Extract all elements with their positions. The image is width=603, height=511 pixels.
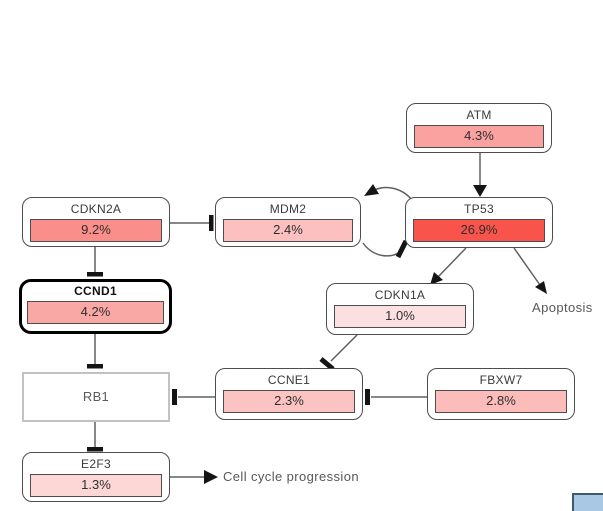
pathway-node-mdm2[interactable]: MDM2 2.4%: [215, 197, 361, 247]
alteration-frequency: 2.8%: [435, 390, 567, 413]
pathway-node-ccne1[interactable]: CCNE1 2.3%: [215, 368, 363, 420]
alteration-frequency: 2.3%: [223, 390, 355, 413]
alteration-frequency: 26.9%: [413, 219, 545, 242]
gene-name: TP53: [464, 202, 494, 216]
edge-rb1-e2f3: [87, 422, 103, 452]
alteration-frequency: 4.2%: [27, 301, 164, 324]
alteration-frequency: 1.0%: [334, 305, 466, 328]
pathway-node-rb1[interactable]: RB1: [22, 372, 170, 422]
edge-cdkn2a-mdm2: [170, 215, 214, 231]
edge-ccne1-rb1: [172, 389, 215, 405]
process-label-apoptosis: Apoptosis: [532, 300, 593, 315]
gene-name: CDKN1A: [374, 288, 426, 302]
pathway-node-cdkn2a[interactable]: CDKN2A 9.2%: [22, 197, 170, 247]
gene-name: CDKN2A: [70, 202, 122, 216]
alteration-frequency: 2.4%: [223, 219, 353, 242]
gene-name: RB1: [82, 389, 110, 404]
navigator-overlay[interactable]: [572, 493, 603, 511]
edge-tp53-apoptosis: [513, 247, 547, 294]
edge-mdm2-tp53: [362, 239, 409, 259]
alteration-frequency: 9.2%: [30, 219, 162, 242]
edge-e2f3-cellcycle: [170, 470, 218, 484]
edge-ccnd1-rb1: [87, 334, 103, 369]
gene-name: E2F3: [81, 457, 111, 471]
pathway-node-cdkn1a[interactable]: CDKN1A 1.0%: [326, 283, 474, 335]
gene-name: MDM2: [269, 202, 307, 216]
pathway-node-atm[interactable]: ATM 4.3%: [406, 103, 552, 153]
gene-name: CCNE1: [267, 373, 311, 387]
edge-tp53-cdkn1a: [430, 247, 467, 285]
pathway-node-ccnd1-selected[interactable]: CCND1 4.2%: [19, 279, 172, 334]
edge-cdkn1a-ccne1: [319, 334, 358, 371]
gene-name: ATM: [466, 108, 492, 122]
pathway-node-fbxw7[interactable]: FBXW7 2.8%: [427, 368, 575, 420]
pathway-node-tp53[interactable]: TP53 26.9%: [405, 197, 553, 248]
gene-name: CCND1: [74, 284, 117, 298]
gene-name: FBXW7: [479, 373, 523, 387]
edge-tp53-mdm2: [364, 184, 413, 201]
alteration-frequency: 4.3%: [414, 125, 544, 148]
pathway-node-e2f3[interactable]: E2F3 1.3%: [22, 452, 170, 502]
alteration-frequency: 1.3%: [30, 474, 162, 497]
edge-atm-tp53: [473, 153, 487, 197]
edge-fbxw7-ccne1: [365, 389, 427, 405]
process-label-cell-cycle-progression: Cell cycle progression: [223, 469, 359, 484]
edge-cdkn2a-ccnd1: [87, 247, 103, 277]
